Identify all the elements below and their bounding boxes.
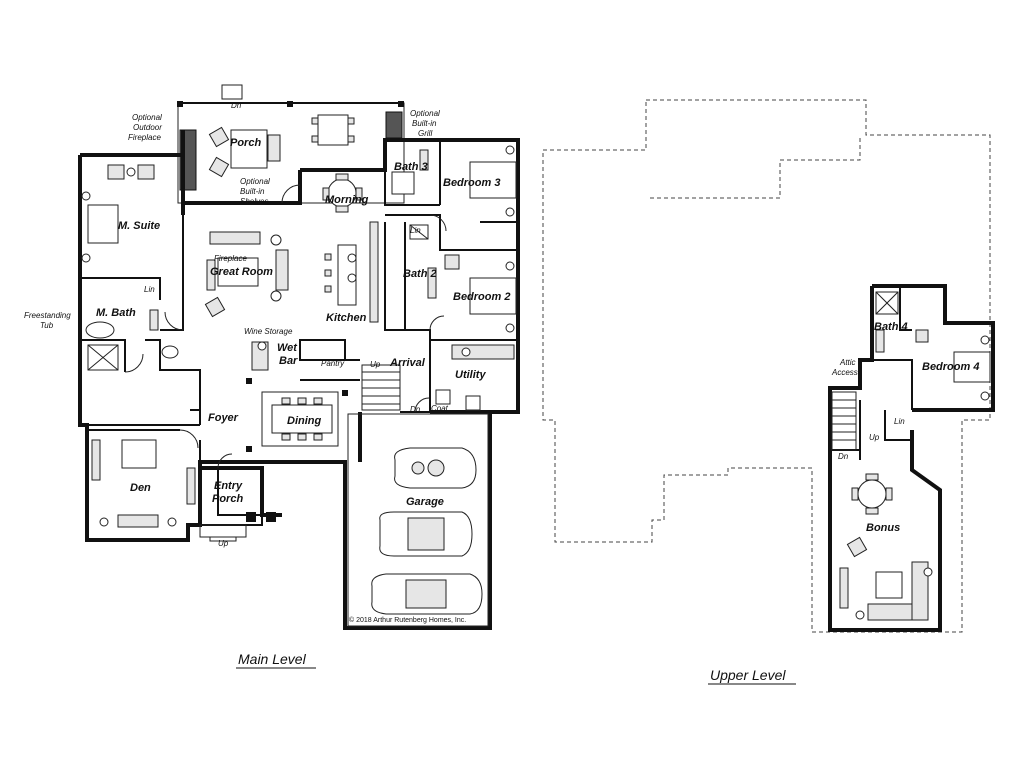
label-wet-bar-1: Wet xyxy=(277,342,298,354)
label-bath2: Bath 2 xyxy=(403,268,437,280)
label-great-room: Great Room xyxy=(210,266,273,278)
label-bedroom4: Bedroom 4 xyxy=(922,361,979,373)
note-dn-upper: Dn xyxy=(838,452,849,461)
garage-car-sedan xyxy=(379,511,473,557)
note-dn-porch: Dn xyxy=(231,101,242,110)
garage-car-convertible xyxy=(394,447,477,489)
builtin-grill xyxy=(385,111,403,139)
roof-outline xyxy=(542,99,991,633)
label-entry-porch-2: Porch xyxy=(212,493,243,505)
main-level-plan xyxy=(78,84,520,630)
label-pantry: Pantry xyxy=(321,359,345,368)
label-bedroom3: Bedroom 3 xyxy=(443,177,500,189)
note-lin-bath2: Lin xyxy=(410,226,421,235)
title-main-level: Main Level xyxy=(238,651,307,667)
label-porch: Porch xyxy=(230,137,261,149)
main-stairs xyxy=(361,364,401,411)
labels: Porch M. Suite Great Room Morning Kitche… xyxy=(24,101,979,624)
label-arrival: Arrival xyxy=(389,357,426,369)
copyright-text: © 2018 Arthur Rutenberg Homes, Inc. xyxy=(349,616,466,624)
title-upper-level: Upper Level xyxy=(710,667,786,683)
note-up-upper: Up xyxy=(869,433,880,442)
label-morning: Morning xyxy=(325,194,369,206)
level-titles: Main Level Upper Level xyxy=(236,651,796,685)
label-entry-porch-1: Entry xyxy=(214,480,243,492)
note-lin-mbath: Lin xyxy=(144,285,155,294)
note-up-entry: Up xyxy=(218,539,229,548)
note-wine-storage: Wine Storage xyxy=(244,327,293,336)
porch-steps xyxy=(221,84,243,100)
porch-outline xyxy=(177,102,405,204)
label-m-bath: M. Bath xyxy=(96,307,136,319)
note-up-main: Up xyxy=(370,360,381,369)
label-foyer: Foyer xyxy=(208,412,239,424)
label-bath4: Bath 4 xyxy=(874,321,908,333)
note-fireplace: Fireplace xyxy=(214,254,247,263)
main-exterior-walls xyxy=(78,130,520,630)
upper-stairs xyxy=(831,391,857,451)
label-dining: Dining xyxy=(287,415,321,427)
upper-exterior-walls xyxy=(828,284,995,632)
label-m-suite: M. Suite xyxy=(118,220,160,232)
note-coat: Coat xyxy=(431,404,449,413)
label-bath3: Bath 3 xyxy=(394,161,428,173)
label-den: Den xyxy=(130,482,151,494)
label-bonus: Bonus xyxy=(866,522,900,534)
garage-car-coupe xyxy=(371,573,483,615)
label-utility: Utility xyxy=(455,369,486,381)
note-dn-garage: Dn xyxy=(410,405,421,414)
garage-floor xyxy=(347,413,489,627)
note-lin-upper: Lin xyxy=(894,417,905,426)
label-garage: Garage xyxy=(406,496,444,508)
upper-level-plan xyxy=(542,99,995,633)
label-wet-bar-2: Bar xyxy=(279,355,298,367)
label-kitchen: Kitchen xyxy=(326,312,367,324)
label-bedroom2: Bedroom 2 xyxy=(453,291,510,303)
